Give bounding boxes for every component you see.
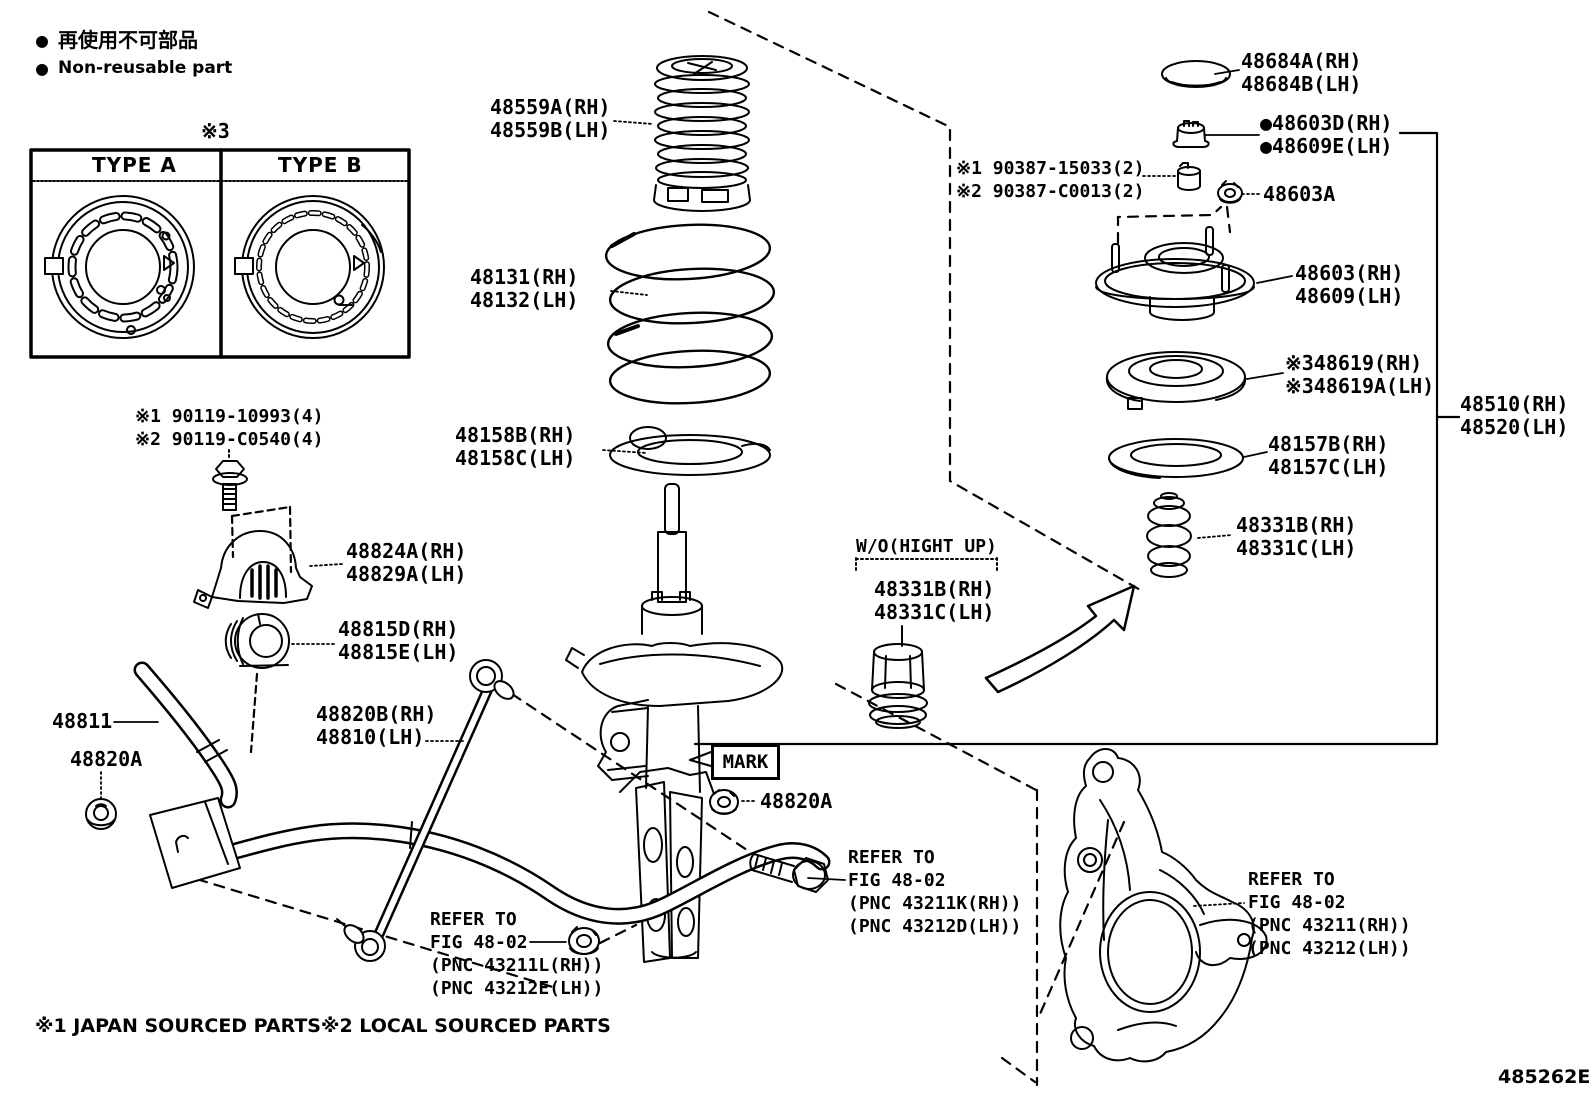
callout-48824: 48824A(RH)48829A(LH) [346, 539, 467, 586]
legend-text-jp: 再使用不可部品 [58, 28, 199, 52]
steering-knuckle-drawing [1059, 748, 1268, 1063]
stabilizer-bar-drawing [85, 661, 831, 925]
callout-48131: 48131(RH)48132(LH) [470, 265, 579, 312]
legend-row-en: ● Non-reusable part [36, 54, 232, 82]
suspension-support-parts [1095, 60, 1255, 578]
type-comparison-box [29, 148, 411, 359]
curved-arrow [984, 584, 1136, 694]
callout-wo-hight-up: W/O(HIGHT UP) [856, 536, 997, 557]
construction-dashes [178, 10, 1232, 1087]
diagram-code: 485262E [1498, 1066, 1591, 1088]
callout-48603a: 48603A [1263, 182, 1336, 206]
callout-48157: 48157B(RH)48157C(LH) [1268, 432, 1389, 479]
non-reusable-bullet-icon: ● [36, 28, 49, 52]
coil-spring-drawing [604, 223, 776, 405]
callout-48331-right: 48331B(RH)48331C(LH) [1236, 513, 1357, 560]
type-a-mount-drawing [44, 195, 195, 339]
type-a-header: TYPE A [92, 153, 177, 177]
callout-48684: 48684A(RH)48684B(LH) [1241, 49, 1362, 96]
callout-90119: ※1 90119-10993(4)※2 90119-C0540(4) [135, 406, 324, 450]
callout-48820a-center: 48820A [760, 789, 833, 813]
non-reusable-bullet-icon: ● [36, 56, 49, 80]
callout-48158: 48158B(RH)48158C(LH) [455, 423, 576, 470]
callout-48820a-left: 48820A [70, 747, 143, 771]
strut-drawing [565, 483, 784, 963]
stabilizer-link-drawing [336, 659, 515, 962]
type-b-mount-drawing [234, 195, 385, 339]
footnotes: ※1 JAPAN SOURCED PARTS※2 LOCAL SOURCED P… [35, 1015, 611, 1037]
callout-48815: 48815D(RH)48815E(LH) [338, 617, 459, 664]
callout-48603d: ●48603D(RH)●48609E(LH) [1260, 111, 1393, 158]
legend-text-en: Non-reusable part [58, 58, 233, 78]
mark-callout: MARK [711, 744, 780, 780]
type-b-header: TYPE B [278, 153, 363, 177]
center-hardware [568, 789, 829, 955]
callout-48331-center: 48331B(RH)48331C(LH) [874, 577, 995, 624]
bump-stop-center-drawing [855, 557, 998, 729]
legend: ● 再使用不可部品 ● Non-reusable part [36, 26, 232, 82]
callout-48603: 48603(RH)48609(LH) [1295, 261, 1404, 308]
callout-48559: 48559A(RH)48559B(LH) [490, 95, 611, 142]
legend-row-jp: ● 再使用不可部品 [36, 26, 232, 54]
callout-48619: ※348619(RH)※348619A(LH) [1285, 351, 1435, 398]
callout-48820b: 48820B(RH)48810(LH) [316, 702, 437, 749]
dust-cover-drawing [653, 55, 751, 212]
callout-48510: 48510(RH)48520(LH) [1460, 392, 1569, 439]
spring-lower-insulator-drawing [609, 426, 771, 476]
leader-lines [100, 69, 1461, 943]
stabilizer-mounting-parts [193, 449, 313, 669]
callout-90387: ※1 90387-15033(2)※2 90387-C0013(2) [956, 158, 1145, 202]
type-box-note: ※3 [201, 119, 230, 143]
callout-48811: 48811 [52, 709, 113, 733]
